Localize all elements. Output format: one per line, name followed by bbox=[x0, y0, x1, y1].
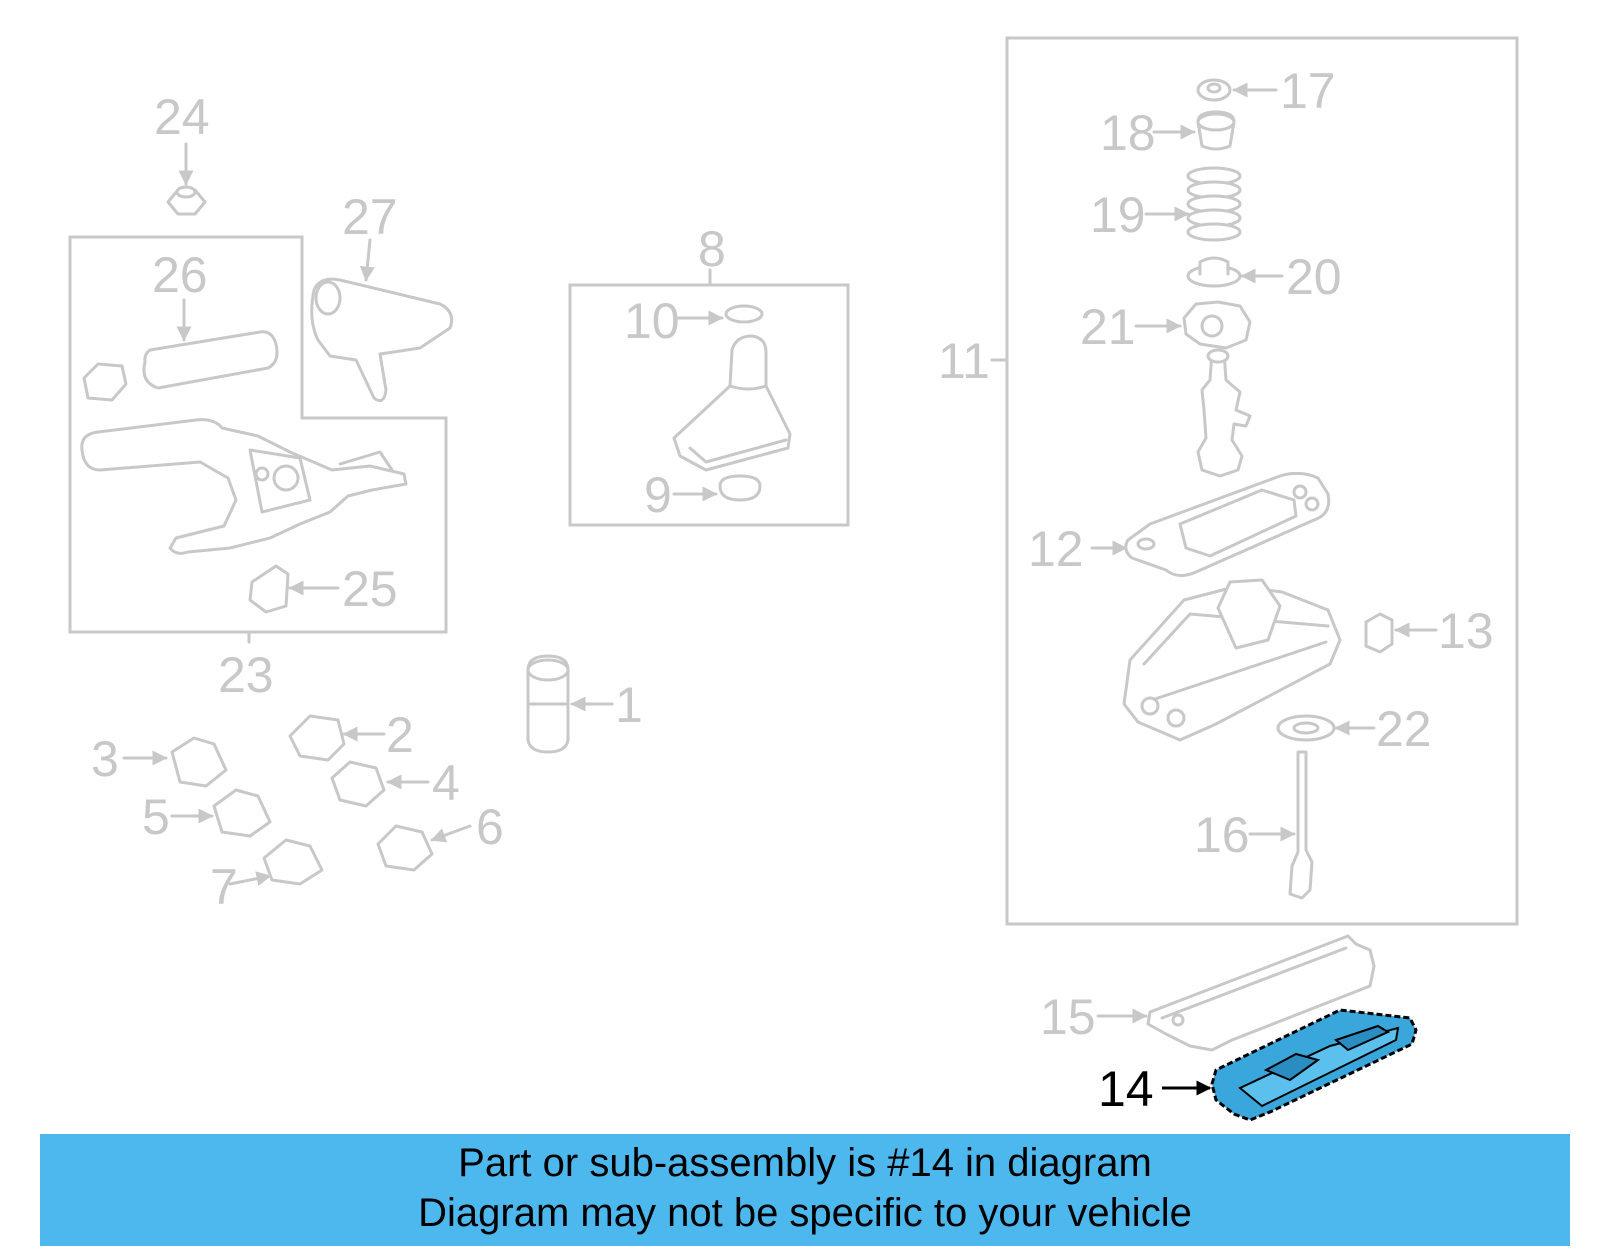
callout-22: 22 bbox=[1376, 701, 1432, 757]
callout-1: 1 bbox=[615, 677, 643, 733]
callout-10: 10 bbox=[624, 293, 680, 349]
callout-25: 25 bbox=[342, 561, 398, 617]
callout-2: 2 bbox=[386, 707, 414, 763]
callout-17: 17 bbox=[1280, 63, 1336, 119]
boot-27-icon bbox=[310, 277, 454, 403]
callout-23: 23 bbox=[218, 647, 274, 703]
banner-line-1: Part or sub-assembly is #14 in diagram bbox=[458, 1141, 1152, 1185]
callout-9: 9 bbox=[644, 467, 672, 523]
clip-13-icon bbox=[1364, 612, 1394, 654]
callout-16: 16 bbox=[1194, 807, 1250, 863]
callout-24: 24 bbox=[154, 89, 210, 145]
button-5-icon bbox=[212, 788, 272, 838]
group-23-outline bbox=[68, 235, 448, 634]
plate-12-icon bbox=[1124, 471, 1331, 577]
knob-1-icon bbox=[526, 654, 570, 754]
shift-boot-icon bbox=[672, 304, 792, 502]
button-7-icon bbox=[262, 838, 324, 886]
callout-15: 15 bbox=[1040, 989, 1096, 1045]
callout-18: 18 bbox=[1100, 105, 1156, 161]
washer-17-icon bbox=[1196, 78, 1232, 102]
callout-12: 12 bbox=[1028, 521, 1084, 577]
shifter-housing-icon bbox=[1122, 578, 1342, 742]
info-banner: Part or sub-assembly is #14 in diagram D… bbox=[40, 1134, 1570, 1246]
callout-3: 3 bbox=[91, 731, 119, 787]
button-4-icon bbox=[330, 760, 386, 808]
callout-13: 13 bbox=[1438, 603, 1494, 659]
callout-6: 6 bbox=[476, 799, 504, 855]
shift-lever-icon bbox=[1196, 348, 1252, 478]
grip-26-icon bbox=[82, 330, 279, 402]
callout-21: 21 bbox=[1080, 299, 1136, 355]
bushing-18-icon bbox=[1196, 110, 1236, 151]
callout-14: 14 bbox=[1098, 1061, 1154, 1117]
callout-5: 5 bbox=[142, 789, 170, 845]
button-3-icon bbox=[170, 736, 228, 788]
banner-line-2: Diagram may not be specific to your vehi… bbox=[418, 1191, 1192, 1235]
spring-19-icon bbox=[1186, 166, 1242, 242]
trim-14-highlighted-icon bbox=[1210, 1008, 1418, 1122]
nut-24-icon bbox=[166, 185, 207, 216]
callout-4: 4 bbox=[432, 755, 460, 811]
callout-19: 19 bbox=[1090, 187, 1146, 243]
ring-22-icon bbox=[1276, 714, 1336, 742]
cover-15-icon bbox=[1146, 934, 1376, 1052]
callout-20: 20 bbox=[1286, 249, 1342, 305]
group-11-outline bbox=[1005, 36, 1519, 926]
button-2-icon bbox=[288, 714, 346, 762]
callout-8: 8 bbox=[698, 221, 726, 277]
seat-20-icon bbox=[1186, 256, 1242, 288]
callout-27: 27 bbox=[342, 189, 398, 245]
callout-11: 11 bbox=[938, 333, 990, 389]
rod-16-icon bbox=[1288, 750, 1314, 900]
brake-lever-icon bbox=[80, 418, 408, 555]
callout-7: 7 bbox=[210, 859, 238, 915]
button-6-icon bbox=[376, 824, 434, 872]
callout-26: 26 bbox=[152, 247, 208, 303]
switch-25-icon bbox=[248, 564, 290, 614]
guide-21-icon bbox=[1182, 300, 1252, 350]
